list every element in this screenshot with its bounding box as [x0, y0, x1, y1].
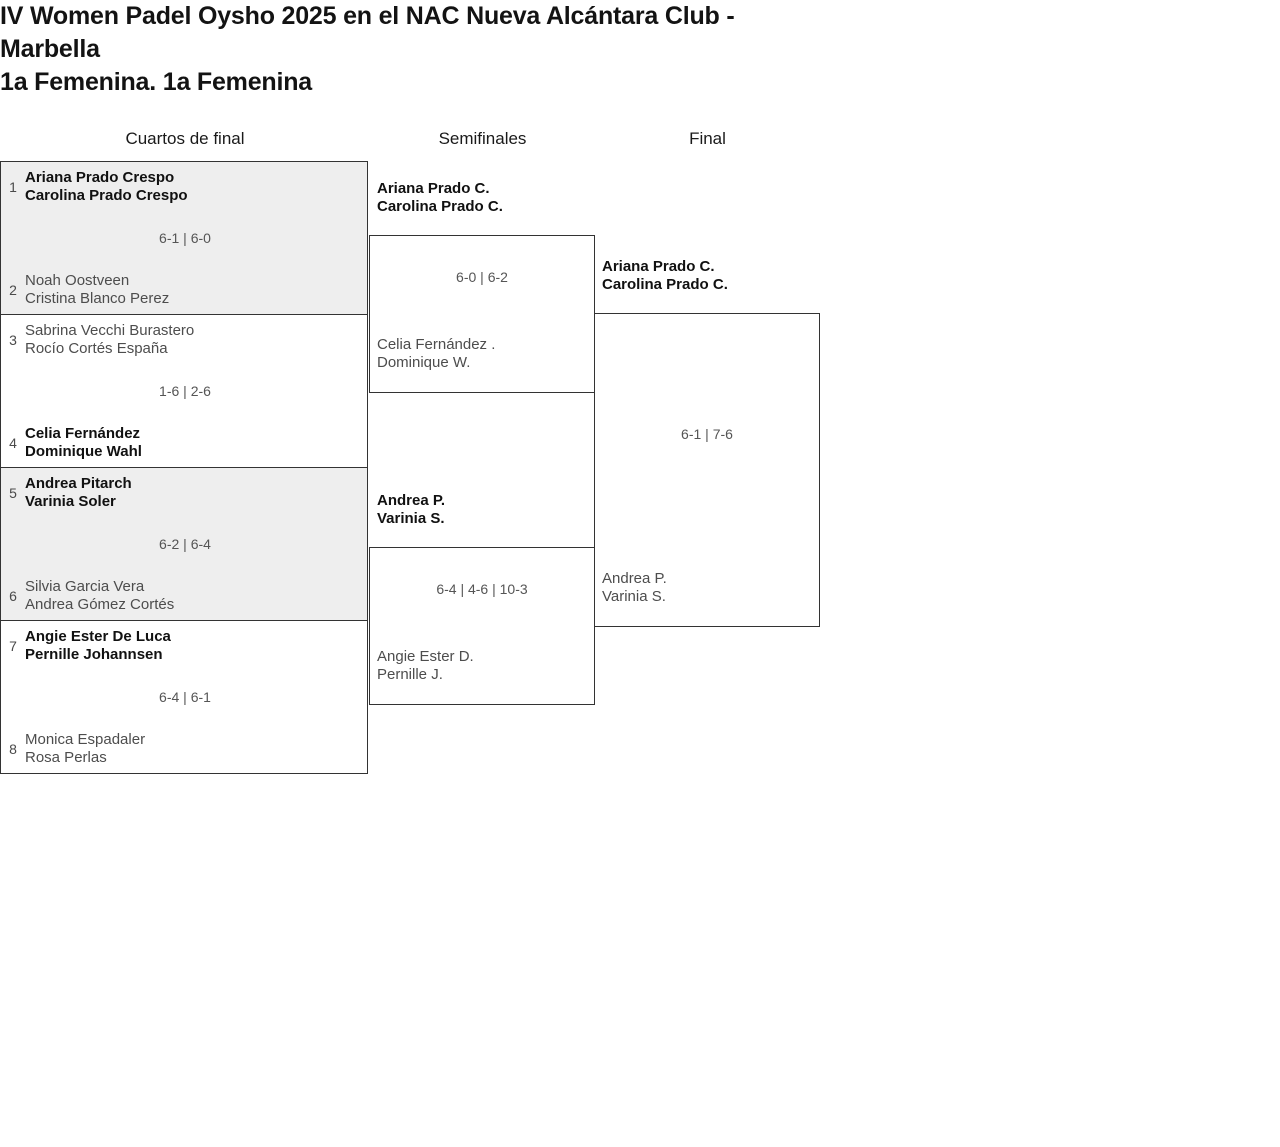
quarterfinal-match-1[interactable]: 1 Ariana Prado Crespo Carolina Prado Cre…	[0, 161, 368, 315]
team-names: Celia Fernández Dominique Wahl	[25, 425, 142, 461]
seed-number: 3	[9, 332, 17, 348]
player-name: Angie Ester De Luca	[25, 628, 171, 645]
final-team-bottom[interactable]: Andrea P. Varinia S.	[602, 570, 667, 606]
match-score: 6-2 | 6-4	[159, 536, 211, 552]
team-names: Monica Espadaler Rosa Perlas	[25, 731, 145, 767]
match-team-top[interactable]: 7 Angie Ester De Luca Pernille Johannsen	[1, 628, 361, 664]
player-name: Varinia S.	[602, 588, 666, 605]
player-name: Varinia Soler	[25, 493, 116, 510]
player-name: Dominique W.	[377, 354, 471, 371]
player-name: Andrea P.	[602, 570, 667, 587]
semifinal-2-team-top[interactable]: Andrea P. Varinia S.	[377, 492, 445, 528]
match-team-bottom[interactable]: 4 Celia Fernández Dominique Wahl	[1, 425, 361, 461]
round-header-final: Final	[689, 129, 726, 148]
quarterfinal-match-4[interactable]: 7 Angie Ester De Luca Pernille Johannsen…	[0, 620, 368, 774]
match-score: 6-4 | 6-1	[159, 689, 211, 705]
player-name: Carolina Prado Crespo	[25, 187, 188, 204]
seed-number: 7	[9, 638, 17, 654]
player-name: Dominique Wahl	[25, 443, 142, 460]
player-name: Andrea Pitarch	[25, 475, 132, 492]
player-name: Angie Ester D.	[377, 648, 474, 665]
player-name: Monica Espadaler	[25, 731, 146, 748]
team-names: Andrea Pitarch Varinia Soler	[25, 475, 132, 511]
seed-number: 5	[9, 485, 17, 501]
player-name: Andrea P.	[377, 492, 446, 509]
match-team-bottom[interactable]: 2 Noah Oostveen Cristina Blanco Perez	[1, 272, 361, 308]
player-name: Noah Oostveen	[25, 272, 130, 289]
semifinal-1-team-bottom[interactable]: Celia Fernández . Dominique W.	[377, 336, 495, 372]
semifinal-2-team-bottom[interactable]: Angie Ester D. Pernille J.	[377, 648, 474, 684]
player-name: Ariana Prado C.	[377, 180, 490, 197]
page-subtitle: 1a Femenina. 1a Femenina	[0, 68, 312, 96]
match-score: 6-0 | 6-2	[456, 269, 508, 285]
seed-number: 4	[9, 435, 17, 451]
player-name: Andrea Gómez Cortés	[25, 596, 175, 613]
team-names: Angie Ester De Luca Pernille Johannsen	[25, 628, 171, 664]
player-name: Sabrina Vecchi Burastero	[25, 322, 195, 339]
team-names: Silvia Garcia Vera Andrea Gómez Cortés	[25, 578, 174, 614]
round-header-semifinals: Semifinales	[438, 129, 527, 148]
team-names: Ariana Prado Crespo Carolina Prado Cresp…	[25, 169, 188, 205]
team-names: Sabrina Vecchi Burastero Rocío Cortés Es…	[25, 322, 194, 358]
seed-number: 1	[9, 179, 17, 195]
match-score: 6-1 | 6-0	[159, 230, 211, 246]
match-score: 1-6 | 2-6	[159, 383, 211, 399]
quarterfinal-match-3[interactable]: 5 Andrea Pitarch Varinia Soler 6-2 | 6-4…	[0, 467, 368, 621]
player-name: Pernille Johannsen	[25, 646, 163, 663]
match-team-top[interactable]: 5 Andrea Pitarch Varinia Soler	[1, 475, 361, 511]
semifinal-1-team-top[interactable]: Ariana Prado C. Carolina Prado C.	[377, 180, 503, 216]
player-name: Pernille J.	[377, 666, 443, 683]
match-score: 6-4 | 4-6 | 10-3	[436, 581, 528, 597]
player-name: Rocío Cortés España	[25, 340, 168, 357]
player-name: Rosa Perlas	[25, 749, 107, 766]
seed-number: 2	[9, 282, 17, 298]
match-team-top[interactable]: 1 Ariana Prado Crespo Carolina Prado Cre…	[1, 169, 361, 205]
player-name: Silvia Garcia Vera	[25, 578, 145, 595]
seed-number: 6	[9, 588, 17, 604]
seed-number: 8	[9, 741, 17, 757]
match-team-bottom[interactable]: 8 Monica Espadaler Rosa Perlas	[1, 731, 361, 767]
final-match[interactable]: 6-1 | 7-6	[594, 313, 820, 627]
player-name: Carolina Prado C.	[602, 276, 728, 293]
match-score: 6-1 | 7-6	[681, 426, 733, 442]
player-name: Cristina Blanco Perez	[25, 290, 170, 307]
match-team-bottom[interactable]: 6 Silvia Garcia Vera Andrea Gómez Cortés	[1, 578, 361, 614]
page-title: IV Women Padel Oysho 2025 en el NAC Nuev…	[0, 2, 735, 63]
player-name: Ariana Prado C.	[602, 258, 715, 275]
final-team-top[interactable]: Ariana Prado C. Carolina Prado C.	[602, 258, 728, 294]
player-name: Ariana Prado Crespo	[25, 169, 175, 186]
player-name: Celia Fernández .	[377, 336, 496, 353]
player-name: Varinia S.	[377, 510, 445, 527]
title-block: IV Women Padel Oysho 2025 en el NAC Nuev…	[0, 0, 830, 99]
player-name: Celia Fernández	[25, 425, 141, 442]
player-name: Carolina Prado C.	[377, 198, 503, 215]
quarterfinal-match-2[interactable]: 3 Sabrina Vecchi Burastero Rocío Cortés …	[0, 314, 368, 468]
round-header-quarterfinals: Cuartos de final	[125, 129, 245, 148]
team-names: Noah Oostveen Cristina Blanco Perez	[25, 272, 169, 308]
match-team-top[interactable]: 3 Sabrina Vecchi Burastero Rocío Cortés …	[1, 322, 361, 358]
